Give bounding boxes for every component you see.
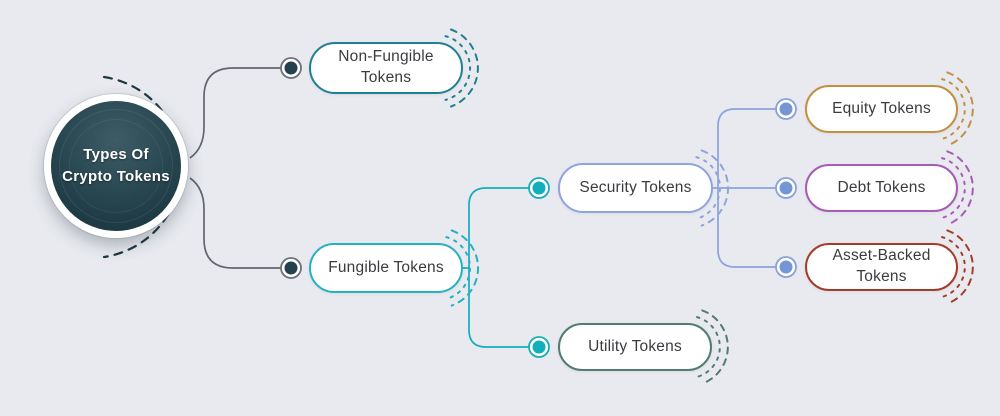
hub-node[interactable]: Types Of Crypto Tokens <box>44 94 188 238</box>
dot-core <box>779 102 793 116</box>
connector-dot-fungible <box>280 257 302 279</box>
node-label: Utility Tokens <box>588 337 682 355</box>
node-fungible-tokens[interactable]: Fungible Tokens <box>309 243 463 293</box>
node-debt-tokens[interactable]: Debt Tokens <box>805 164 958 212</box>
connector-hub-to-non-fungible <box>189 67 291 159</box>
dot-ring <box>528 177 550 199</box>
connector-dot-utility <box>528 336 550 358</box>
hub-title-line2: Crypto Tokens <box>62 168 170 185</box>
connector-dot-equity <box>775 98 797 120</box>
connector-fungible-branch <box>463 187 539 348</box>
dot-core <box>532 340 546 354</box>
dot-core <box>284 261 298 275</box>
dot-ring <box>775 256 797 278</box>
node-label: Fungible Tokens <box>328 258 444 276</box>
dot-core <box>779 181 793 195</box>
connector-hub-to-fungible <box>189 177 291 269</box>
node-asset-backed-tokens[interactable]: Asset-Backed Tokens <box>805 243 958 291</box>
dot-core <box>532 181 546 195</box>
dot-ring <box>528 336 550 358</box>
node-label: Asset-Backed Tokens <box>832 247 931 285</box>
dot-ring <box>775 98 797 120</box>
dot-core <box>779 260 793 274</box>
node-label: Security Tokens <box>579 178 692 196</box>
connector-security-branch-outer <box>717 108 786 268</box>
connector-dot-asset-backed <box>775 256 797 278</box>
node-label: Equity Tokens <box>832 99 931 117</box>
dot-ring <box>775 177 797 199</box>
dot-ring <box>280 257 302 279</box>
node-equity-tokens[interactable]: Equity Tokens <box>805 85 958 133</box>
node-non-fungible-tokens[interactable]: Non-Fungible Tokens <box>309 42 463 94</box>
connector-dot-non-fungible <box>280 57 302 79</box>
connector-dot-security <box>528 177 550 199</box>
node-utility-tokens[interactable]: Utility Tokens <box>558 323 712 371</box>
node-label: Debt Tokens <box>837 178 926 196</box>
connector-dot-debt <box>775 177 797 199</box>
node-security-tokens[interactable]: Security Tokens <box>558 163 713 213</box>
hub-title-line1: Types Of <box>83 146 149 163</box>
dot-core <box>284 61 298 75</box>
dot-ring <box>280 57 302 79</box>
node-label: Non-Fungible Tokens <box>338 48 434 86</box>
